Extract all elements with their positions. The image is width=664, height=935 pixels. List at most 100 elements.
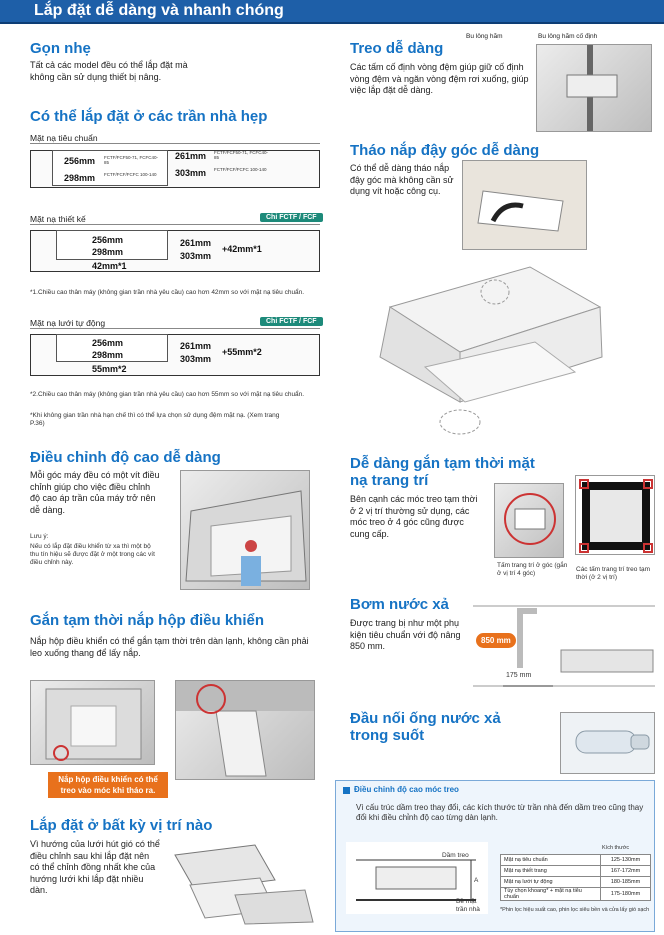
control-box-title: Gắn tạm thời nắp hộp điều khiển [30, 612, 265, 629]
corner-title: Tháo nắp đậy góc dễ dàng [350, 142, 540, 159]
dim-42: 42mm*1 [92, 261, 127, 271]
dim-298: 298mm [92, 350, 124, 360]
grille-square-illustration [579, 479, 653, 553]
height-note-title: Lưu ý: [30, 533, 49, 540]
cassette-unit-illustration [340, 262, 610, 442]
auto-note-2: *Khi không gian trần nhà hạn chế thì có … [30, 412, 280, 427]
standard-panel-label: Mặt nạ tiêu chuẩn [30, 133, 98, 143]
dim-303: 303mm [175, 168, 207, 178]
unit-corner-illustration [185, 490, 307, 586]
compact-text: Tất cả các model đều có thể lắp đặt mà k… [30, 60, 188, 82]
hanger-svg [356, 859, 476, 901]
control-box-text: Nắp hộp điều khiển có thể gắn tạm thời t… [30, 636, 309, 658]
dim-plus-55: +55mm*2 [222, 347, 262, 357]
grille-caption-1: Tấm trang trí ở góc (gắn ở vị trí 4 góc) [497, 562, 568, 577]
grille-caption-2: Các tấm trang trí treo tạm thời (ở 2 vị … [576, 566, 651, 581]
design-note: *1.Chiều cao thân máy (không gian trần n… [30, 289, 305, 296]
hanger-diagram [346, 842, 488, 914]
row-value: 180-185mm [600, 876, 651, 888]
control-box-photo-2 [175, 680, 315, 780]
table-row: Mặt nạ lưới tự động 180-185mm [500, 876, 651, 888]
height-adjust-title: Điều chỉnh độ cao dễ dàng [30, 449, 221, 466]
banner-title: Lắp đặt dễ dàng và nhanh chóng [34, 2, 284, 19]
square-bullet [343, 787, 350, 794]
auto-note-1: *2.Chiều cao thân máy (không gian trần n… [30, 391, 305, 398]
pump-width-label: 175 mm [506, 672, 532, 679]
drain-pump-text: Được trang bị như một phụ kiện tiêu chuẩ… [350, 618, 461, 651]
table-row: Mặt nạ thiết trang 167-172mm [500, 865, 651, 877]
anywhere-text: Vì hướng của lưới hút gió có thể điều ch… [30, 839, 160, 895]
design-unit-body [56, 230, 168, 260]
control-box-callout: Nắp hộp điều khiển có thể treo vào móc k… [48, 772, 168, 798]
design-panel-label: Mặt nạ thiết kế [30, 214, 86, 224]
hanger-adjust-text: Vì cấu trúc dầm treo thay đổi, các kích … [356, 803, 644, 822]
drain-connector-photo [560, 712, 655, 774]
hang-title: Treo dễ dàng [350, 40, 444, 57]
table-row: Mặt nạ tiêu chuẩn 125-130mm [500, 854, 651, 866]
hang-text: Các tấm cố định vòng đệm giúp giữ cố địn… [350, 62, 529, 95]
height-adjust-text: Mỗi góc máy đều có một vít điều chỉnh gi… [30, 470, 160, 515]
dim-303-models: FCTF/FCF/FCFC 100-140 [214, 167, 267, 172]
row-label: Mặt nạ thiết trang [500, 865, 601, 877]
cover-hook-illustration [176, 681, 314, 777]
dim-55: 55mm*2 [92, 364, 127, 374]
row-value: 167-172mm [600, 865, 651, 877]
corner-photo [462, 160, 587, 250]
divider [30, 328, 320, 329]
hang-photo [536, 44, 652, 132]
unit-underside-illustration [45, 688, 142, 761]
row-label: Tùy chọn khoang* + mặt nạ tiêu chuẩn [500, 887, 601, 901]
drain-pump-title: Bơm nước xả [350, 596, 449, 613]
grille-corner-illustration [504, 493, 556, 545]
bolt-label: Bu lông hãm [466, 33, 503, 40]
dim-298-models: FCTF/FCF/FCFC 100-140 [104, 172, 157, 177]
auto-unit-body [56, 334, 168, 362]
ceiling-surface-label: Bề mặt trần nhà [456, 898, 480, 913]
corner-cover-illustration [463, 161, 586, 249]
grille-direction-illustration [165, 840, 315, 925]
section-banner: Lắp đặt dễ dàng và nhanh chóng [0, 0, 664, 24]
narrow-ceiling-title: Có thể lắp đặt ở các trần nhà hẹp [30, 108, 268, 125]
table-header: Kích thước [602, 845, 630, 851]
auto-badge: Chỉ FCTF / FCF [260, 317, 323, 326]
beam-label: Dầm treo [442, 852, 469, 859]
divider [30, 224, 320, 225]
drain-connector-title: Đầu nối ống nước xả trong suốt [350, 710, 501, 744]
dim-298: 298mm [64, 173, 96, 183]
dim-a-label: A [474, 877, 479, 884]
dim-298: 298mm [92, 247, 124, 257]
table-row: Tùy chọn khoang* + mặt nạ tiêu chuẩn 175… [500, 887, 651, 901]
dim-256: 256mm [92, 235, 124, 245]
bolt-illustration [566, 45, 618, 131]
cassette-unit [379, 266, 603, 435]
design-badge: Chỉ FCTF / FCF [260, 213, 323, 222]
grille-title: Dễ dàng gắn tạm thời mặt nạ trang trí [350, 455, 535, 489]
clear-hose-illustration [575, 730, 650, 754]
row-label: Mặt nạ lưới tự động [500, 876, 601, 888]
dim-261-models: FCTF/FCF50-71, FCFC40-85 [214, 150, 269, 160]
dim-261: 261mm [180, 238, 212, 248]
dim-plus-42: +42mm*1 [222, 244, 262, 254]
fixed-bolt-label: Bu lông hãm cố định [538, 33, 598, 40]
pump-height-badge: 850 mm [476, 633, 516, 648]
height-adjust-photo [180, 470, 310, 590]
row-label: Mặt nạ tiêu chuẩn [500, 854, 601, 866]
grille-photo-2 [575, 475, 655, 555]
row-value: 125-130mm [600, 854, 651, 866]
auto-panel-label: Mặt nạ lưới tự động [30, 318, 106, 328]
table-footnote: *Phin lọc hiệu suất cao, phin lọc siêu b… [500, 907, 650, 913]
divider [30, 143, 320, 144]
dim-261: 261mm [180, 341, 212, 351]
dim-256: 256mm [64, 156, 96, 166]
hanger-table: Mặt nạ tiêu chuẩn 125-130mm Mặt nạ thiết… [500, 854, 651, 901]
dim-261: 261mm [175, 151, 207, 161]
row-value: 175-180mm [600, 887, 651, 901]
dim-303: 303mm [180, 251, 212, 261]
grille-photo-1 [494, 483, 564, 558]
grille-tiles [174, 844, 314, 925]
grille-text: Bên cạnh các móc treo tạm thời ở 2 vị tr… [350, 494, 478, 539]
anywhere-title: Lắp đặt ở bất kỳ vị trí nào [30, 817, 213, 834]
hanger-adjust-title: Điều chỉnh độ cao móc treo [354, 785, 459, 794]
drain-pump-svg [473, 605, 655, 687]
compact-title: Gọn nhẹ [30, 40, 91, 57]
